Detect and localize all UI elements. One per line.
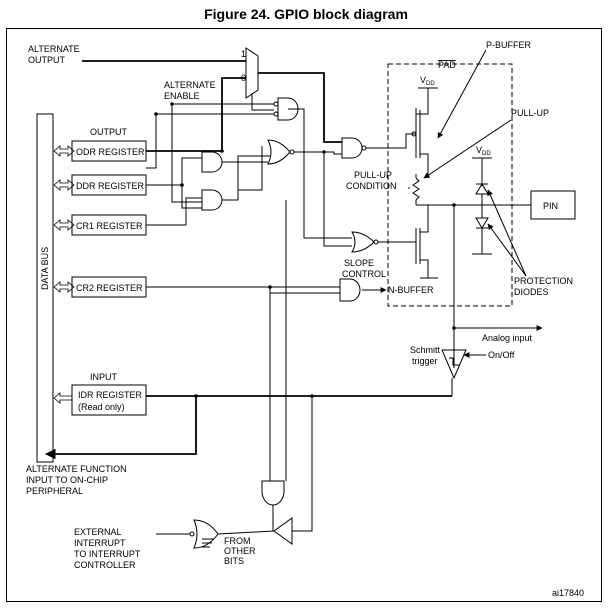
output-label: OUTPUT: [90, 127, 128, 137]
protection-diodes-label-2: DIODES: [514, 287, 549, 297]
from-other-label-1: FROM: [224, 536, 251, 546]
n-buffer-label: N-BUFFER: [388, 285, 434, 295]
registers: ODR REGISTER DDR REGISTER CR1 REGISTER C…: [71, 140, 147, 416]
alt-func-label-2: INPUT TO ON-CHIP: [26, 475, 108, 485]
bus-arrows: [53, 145, 75, 404]
pull-up-condition-label-2: CONDITION: [346, 181, 397, 191]
protection-diodes: VDD: [472, 145, 492, 255]
idr-register: [71, 384, 147, 416]
from-other-label-3: BITS: [224, 556, 244, 566]
slope-control-label-2: CONTROL: [342, 269, 386, 279]
alternate-enable-label-2: ENABLE: [164, 91, 200, 101]
alt-func-label-1: ALTERNATE FUNCTION: [26, 464, 127, 474]
idr-register-label: IDR REGISTER: [78, 390, 143, 400]
junction-dots: [154, 102, 456, 398]
data-bus: DATA BUS: [36, 113, 54, 463]
figure-title: Figure 24. GPIO block diagram: [204, 6, 408, 22]
odr-register-label: ODR REGISTER: [76, 147, 145, 157]
alternate-output-label-1: ALTERNATE: [28, 44, 80, 54]
logic-gates: [189, 97, 379, 549]
idr-register-sublabel: (Read only): [78, 402, 125, 412]
ext-int-label-2: INTERRUPT: [74, 538, 126, 548]
gpio-block-diagram: DATA BUS ODR REGISTER DDR REGISTER CR1 R…: [6, 28, 602, 602]
p-mosfet: [411, 102, 429, 178]
ddr-register-label: DDR REGISTER: [76, 181, 145, 191]
protection-diodes-label-1: PROTECTION: [514, 276, 573, 286]
data-bus-label: DATA BUS: [40, 247, 50, 290]
ext-int-label-3: TO INTERRUPT: [74, 549, 141, 559]
from-other-label-2: OTHER: [224, 546, 256, 556]
pin-box: [530, 190, 576, 220]
mux-input-1: 1: [241, 49, 246, 59]
schmitt-trigger: [441, 349, 467, 382]
pull-up-condition-label-1: PULL-UP: [354, 170, 392, 180]
p-buffer-label: P-BUFFER: [486, 40, 532, 50]
ext-int-label-1: EXTERNAL: [74, 527, 122, 537]
pad-boundary: [387, 63, 513, 307]
cr2-register-label: CR2 REGISTER: [76, 283, 143, 293]
pin-label: PIN: [543, 201, 558, 211]
alt-func-label-3: PERIPHERAL: [26, 486, 83, 496]
alternate-output-label-2: OUTPUT: [28, 55, 66, 65]
pull-up-resistor: [408, 174, 420, 205]
output-mux: 1 0: [241, 47, 259, 106]
on-off-label: On/Off: [488, 350, 515, 360]
n-mosfet: [415, 205, 438, 279]
alternate-enable-label-1: ALTERNATE: [164, 80, 216, 90]
vdd-top: VDD: [418, 75, 438, 102]
cr1-register-label: CR1 REGISTER: [76, 221, 143, 231]
wiring: [44, 72, 543, 535]
figure-reference: ai17840: [552, 588, 584, 598]
pull-up-label: PULL-UP: [511, 108, 549, 118]
diagram-border: [6, 28, 602, 602]
svg-text:VDD: VDD: [420, 75, 435, 87]
schmitt-label-1: Schmitt: [410, 345, 441, 355]
slope-control-label-1: SLOPE: [344, 258, 374, 268]
analog-input-label: Analog input: [482, 333, 533, 343]
ext-int-label-4: CONTROLLER: [74, 560, 136, 570]
svg-text:VDD: VDD: [476, 145, 491, 157]
schmitt-label-2: trigger: [412, 356, 438, 366]
input-label: INPUT: [90, 372, 118, 382]
pad-label: PAD: [438, 60, 456, 70]
